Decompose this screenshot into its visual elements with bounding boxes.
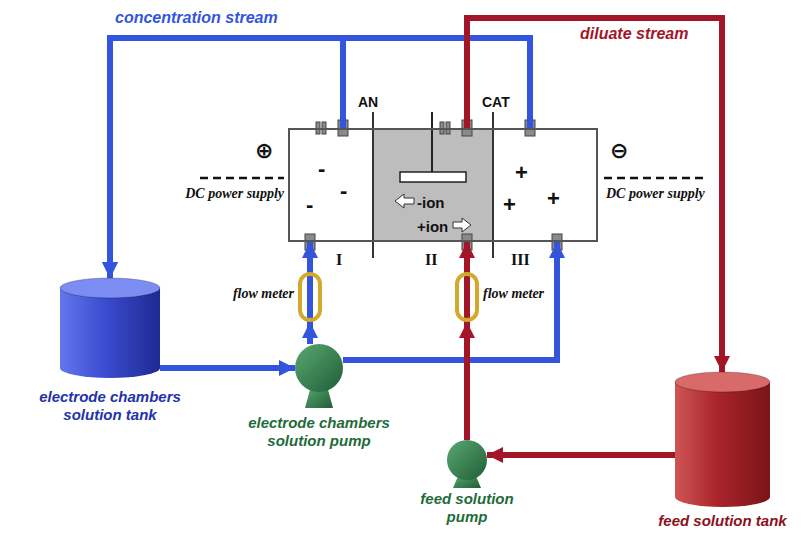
dilute-chamber: -ion+ionII — [373, 128, 493, 242]
charge-sign: - — [340, 178, 347, 204]
flow-meter-shape — [455, 272, 479, 322]
pipe-connector — [464, 242, 470, 272]
pipe-fittings — [305, 120, 562, 250]
storage-tank-shape — [60, 278, 160, 378]
dc-lead — [200, 177, 284, 180]
pipe-connector — [160, 365, 295, 371]
storage-tank: electrode chambers solution tank — [60, 278, 160, 378]
ion-label: +ion — [417, 218, 448, 236]
power-supply-label: DC power supply — [606, 186, 705, 203]
stirrer-blade — [400, 172, 466, 182]
storage-tank: feed solution tank — [675, 372, 770, 507]
pump-label: feed solution pump — [407, 490, 527, 526]
stream-label: diluate stream — [580, 24, 688, 43]
cathode-chamber: +++III — [493, 128, 598, 242]
membrane-label: CAT — [482, 94, 510, 111]
chamber-number: II — [425, 250, 437, 269]
pump-shape — [447, 440, 487, 488]
polarity-symbol: ⊖ — [610, 138, 628, 164]
ion-label: -ion — [417, 194, 445, 212]
dc-lead — [604, 177, 706, 180]
pipe-connector — [343, 242, 557, 360]
power-supply-label: DC power supply — [185, 186, 284, 203]
flow-meter-shape — [298, 272, 322, 322]
flow-meter-label: flow meter — [483, 286, 544, 303]
storage-tank-shape — [675, 372, 770, 507]
chamber-number: I — [336, 250, 342, 269]
anion-arrow — [395, 194, 414, 208]
chamber-number: III — [511, 250, 530, 269]
charge-sign: + — [515, 160, 528, 186]
stirrer-shaft — [431, 112, 433, 172]
anode-chamber: ---I — [288, 128, 373, 242]
pipe-connector — [467, 18, 722, 372]
flow-meter: flow meter — [455, 272, 479, 322]
tank-label: feed solution tank — [645, 512, 800, 530]
charge-sign: - — [318, 156, 325, 182]
membrane-label: AN — [358, 94, 378, 111]
pump-shape — [295, 344, 343, 408]
flow-meter: flow meter — [298, 272, 322, 322]
pump: feed solution pump — [447, 440, 487, 488]
pipe-connector — [464, 322, 470, 440]
polarity-symbol: ⊕ — [255, 138, 273, 164]
pipe-connector — [307, 322, 313, 344]
pipe-connector — [307, 242, 313, 272]
pipe-connector — [487, 452, 675, 458]
cation-arrow — [453, 218, 471, 232]
charge-sign: + — [503, 192, 516, 218]
flow-meter-label: flow meter — [233, 286, 294, 303]
tank-label: electrode chambers solution tank — [25, 388, 195, 424]
pump: electrode chambers solution pump — [295, 344, 343, 408]
pipe-connector — [110, 38, 343, 278]
charge-sign: + — [547, 186, 560, 212]
stream-label: concentration stream — [115, 8, 278, 27]
pump-label: electrode chambers solution pump — [234, 414, 404, 450]
charge-sign: - — [306, 192, 313, 218]
